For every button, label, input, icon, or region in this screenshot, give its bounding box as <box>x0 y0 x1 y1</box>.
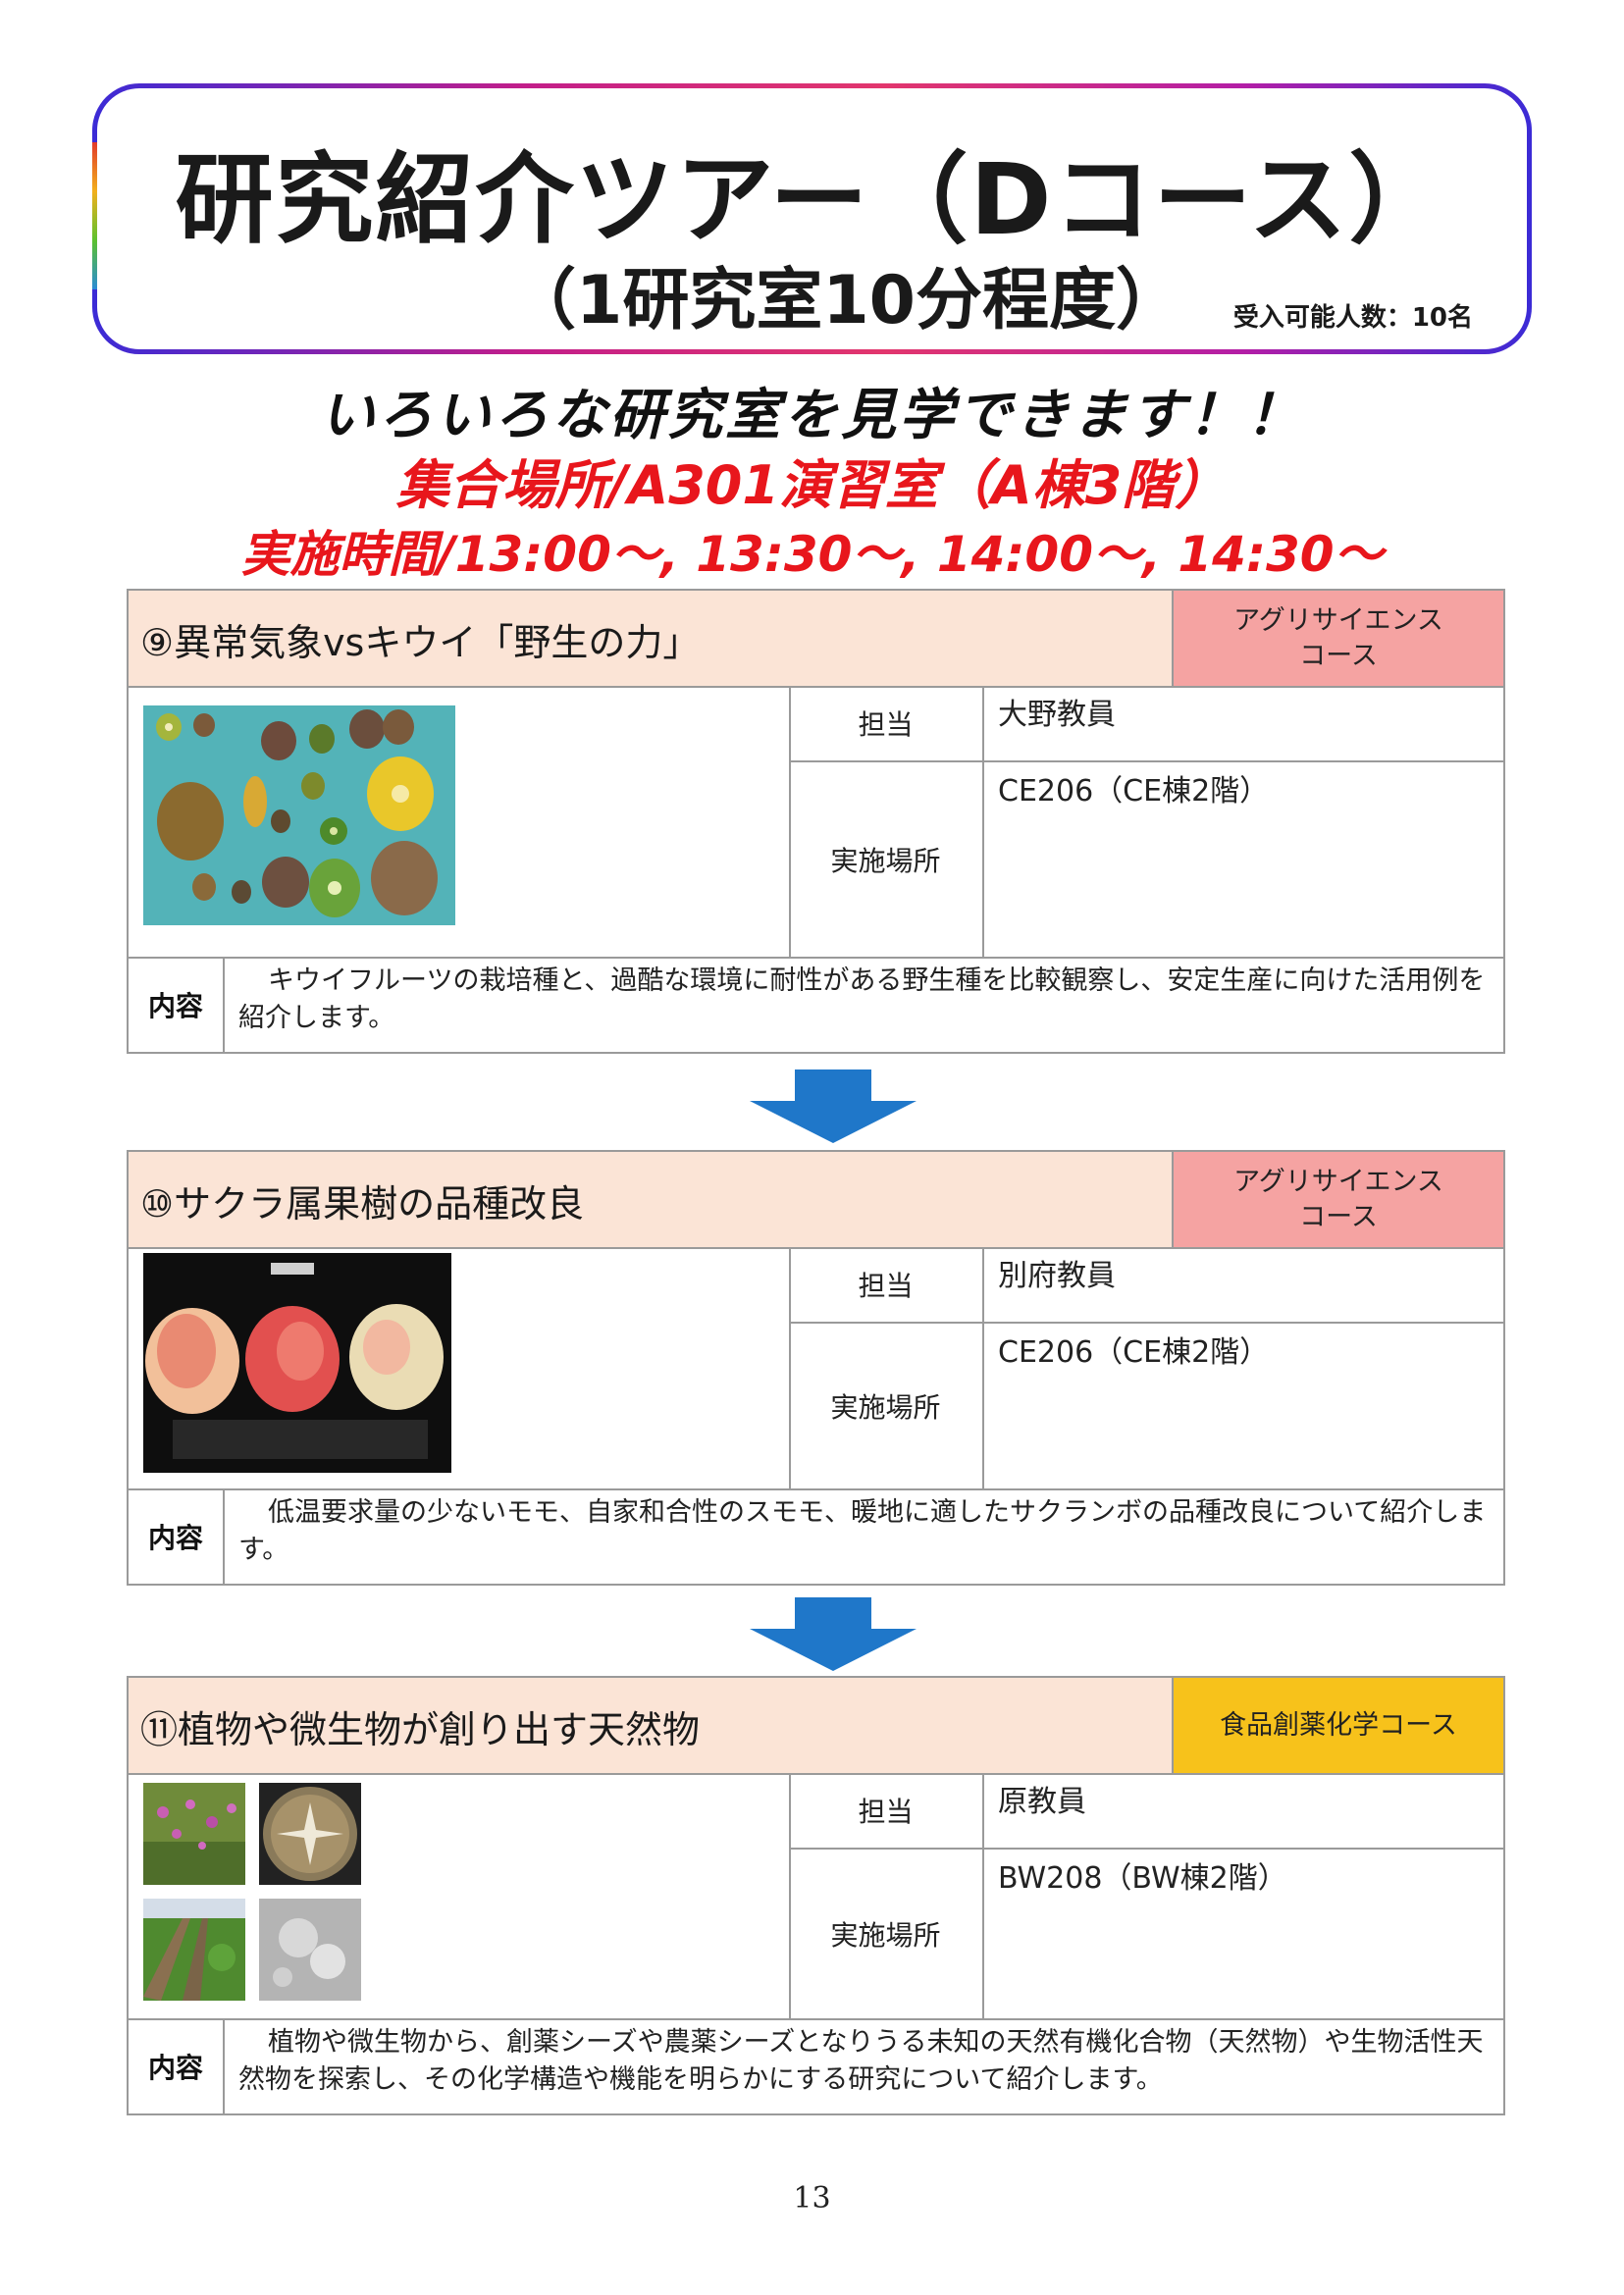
photo-cell <box>129 686 791 957</box>
schedule: 実施時間/13:00～, 13:30～, 14:00～, 14:30～ <box>240 526 1384 583</box>
content-label: 内容 <box>129 957 225 1052</box>
arrow-down-icon <box>750 1597 917 1671</box>
page-number: 13 <box>793 2181 831 2216</box>
lab-body: 担当 原教員 実施場所 BW208（BW棟2階） <box>129 1773 1503 2020</box>
staff-label: 担当 <box>789 1773 984 1848</box>
title-frame: 研究紹介ツアー（Dコース） （1研究室10分程度） 受入可能人数：10名 <box>92 83 1532 354</box>
lab-description: 内容 キウイフルーツの栽培種と、過酷な環境に耐性がある野生種を比較観察し、安定生… <box>129 957 1503 1052</box>
location-value: BW208（BW棟2階） <box>998 1861 1287 1896</box>
info-grid: 担当 別府教員 実施場所 CE206（CE棟2階） <box>789 1247 1503 1488</box>
lab-title: ⑪植物や微生物が創り出す天然物 <box>140 1708 701 1751</box>
page-subtitle: （1研究室10分程度） <box>509 262 1182 339</box>
staff-value: 別府教員 <box>998 1259 1116 1293</box>
description-text: キウイフルーツの栽培種と、過酷な環境に耐性がある野生種を比較観察し、安定生産に向… <box>238 965 1486 1033</box>
petri-dish-photo <box>259 1783 361 1885</box>
microscope-photo <box>259 1899 361 2001</box>
course-name-line1: 食品創薬化学コース <box>1220 1709 1457 1741</box>
description-text: 植物や微生物から、創薬シーズや農薬シーズとなりうる未知の天然有機化合物（天然物）… <box>238 2027 1484 2095</box>
course-badge: アグリサイエンスコース <box>1172 591 1503 686</box>
course-name-line2: コース <box>1299 1201 1378 1232</box>
row-divider <box>789 760 1503 762</box>
content-label: 内容 <box>129 2018 225 2113</box>
content-label: 内容 <box>129 1488 225 1584</box>
lab-description: 内容 低温要求量の少ないモモ、自家和合性のスモモ、暖地に適したサクランボの品種改… <box>129 1488 1503 1584</box>
arrow-down-icon <box>750 1069 917 1143</box>
location-label: 実施場所 <box>789 762 984 957</box>
location-value: CE206（CE棟2階） <box>998 774 1270 808</box>
course-name-line1: アグリサイエンス <box>1233 1166 1443 1197</box>
staff-value: 大野教員 <box>998 698 1116 732</box>
row-divider <box>789 1322 1503 1324</box>
course-name-line1: アグリサイエンス <box>1233 604 1443 636</box>
lab-card-11: ⑪植物や微生物が創り出す天然物 食品創薬化学コース <box>127 1676 1505 2115</box>
meeting-place: 集合場所/A301演習室（A棟3階） <box>395 454 1229 516</box>
page-title: 研究紹介ツアー（Dコース） <box>175 142 1449 257</box>
kiwi-photo <box>143 705 455 925</box>
staff-value: 原教員 <box>998 1785 1086 1819</box>
peach-photo <box>143 1253 451 1473</box>
capacity-note: 受入可能人数：10名 <box>1232 303 1473 333</box>
lab-title: ⑩サクラ属果樹の品種改良 <box>140 1182 585 1226</box>
tagline: いろいろな研究室を見学できます！！ <box>320 384 1304 447</box>
lab-card-10: ⑩サクラ属果樹の品種改良 アグリサイエンスコース 担当 別府教員 実施場所 <box>127 1150 1505 1586</box>
lab-header: ⑩サクラ属果樹の品種改良 アグリサイエンスコース <box>129 1152 1503 1249</box>
staff-label: 担当 <box>789 1247 984 1322</box>
location-label: 実施場所 <box>789 1324 984 1488</box>
info-grid: 担当 原教員 実施場所 BW208（BW棟2階） <box>789 1773 1503 2018</box>
location-value: CE206（CE棟2階） <box>998 1335 1270 1370</box>
staff-label: 担当 <box>789 686 984 760</box>
lab-card-9: ⑨異常気象vsキウイ「野生の力」 アグリサイエンスコース <box>127 589 1505 1054</box>
location-label: 実施場所 <box>789 1850 984 2018</box>
course-name-line2: コース <box>1299 640 1378 671</box>
photo-cell <box>129 1773 791 2018</box>
course-badge: 食品創薬化学コース <box>1172 1678 1503 1773</box>
lab-description: 内容 植物や微生物から、創薬シーズや農薬シーズとなりうる未知の天然有機化合物（天… <box>129 2018 1503 2113</box>
info-grid: 担当 大野教員 実施場所 CE206（CE棟2階） <box>789 686 1503 957</box>
course-badge: アグリサイエンスコース <box>1172 1152 1503 1247</box>
lab-body: 担当 大野教員 実施場所 CE206（CE棟2階） <box>129 686 1503 959</box>
lab-title: ⑨異常気象vsキウイ「野生の力」 <box>140 621 701 664</box>
lab-header: ⑪植物や微生物が創り出す天然物 食品創薬化学コース <box>129 1678 1503 1775</box>
title-frame-inner: 研究紹介ツアー（Dコース） （1研究室10分程度） 受入可能人数：10名 <box>97 88 1527 349</box>
description-text: 低温要求量の少ないモモ、自家和合性のスモモ、暖地に適したサクランボの品種改良につ… <box>238 1497 1487 1565</box>
lab-header: ⑨異常気象vsキウイ「野生の力」 アグリサイエンスコース <box>129 591 1503 688</box>
flower-field-photo <box>143 1783 245 1885</box>
lab-body: 担当 別府教員 実施場所 CE206（CE棟2階） <box>129 1247 1503 1490</box>
photo-cell <box>129 1247 791 1488</box>
crop-field-photo <box>143 1899 245 2001</box>
row-divider <box>789 1848 1503 1850</box>
